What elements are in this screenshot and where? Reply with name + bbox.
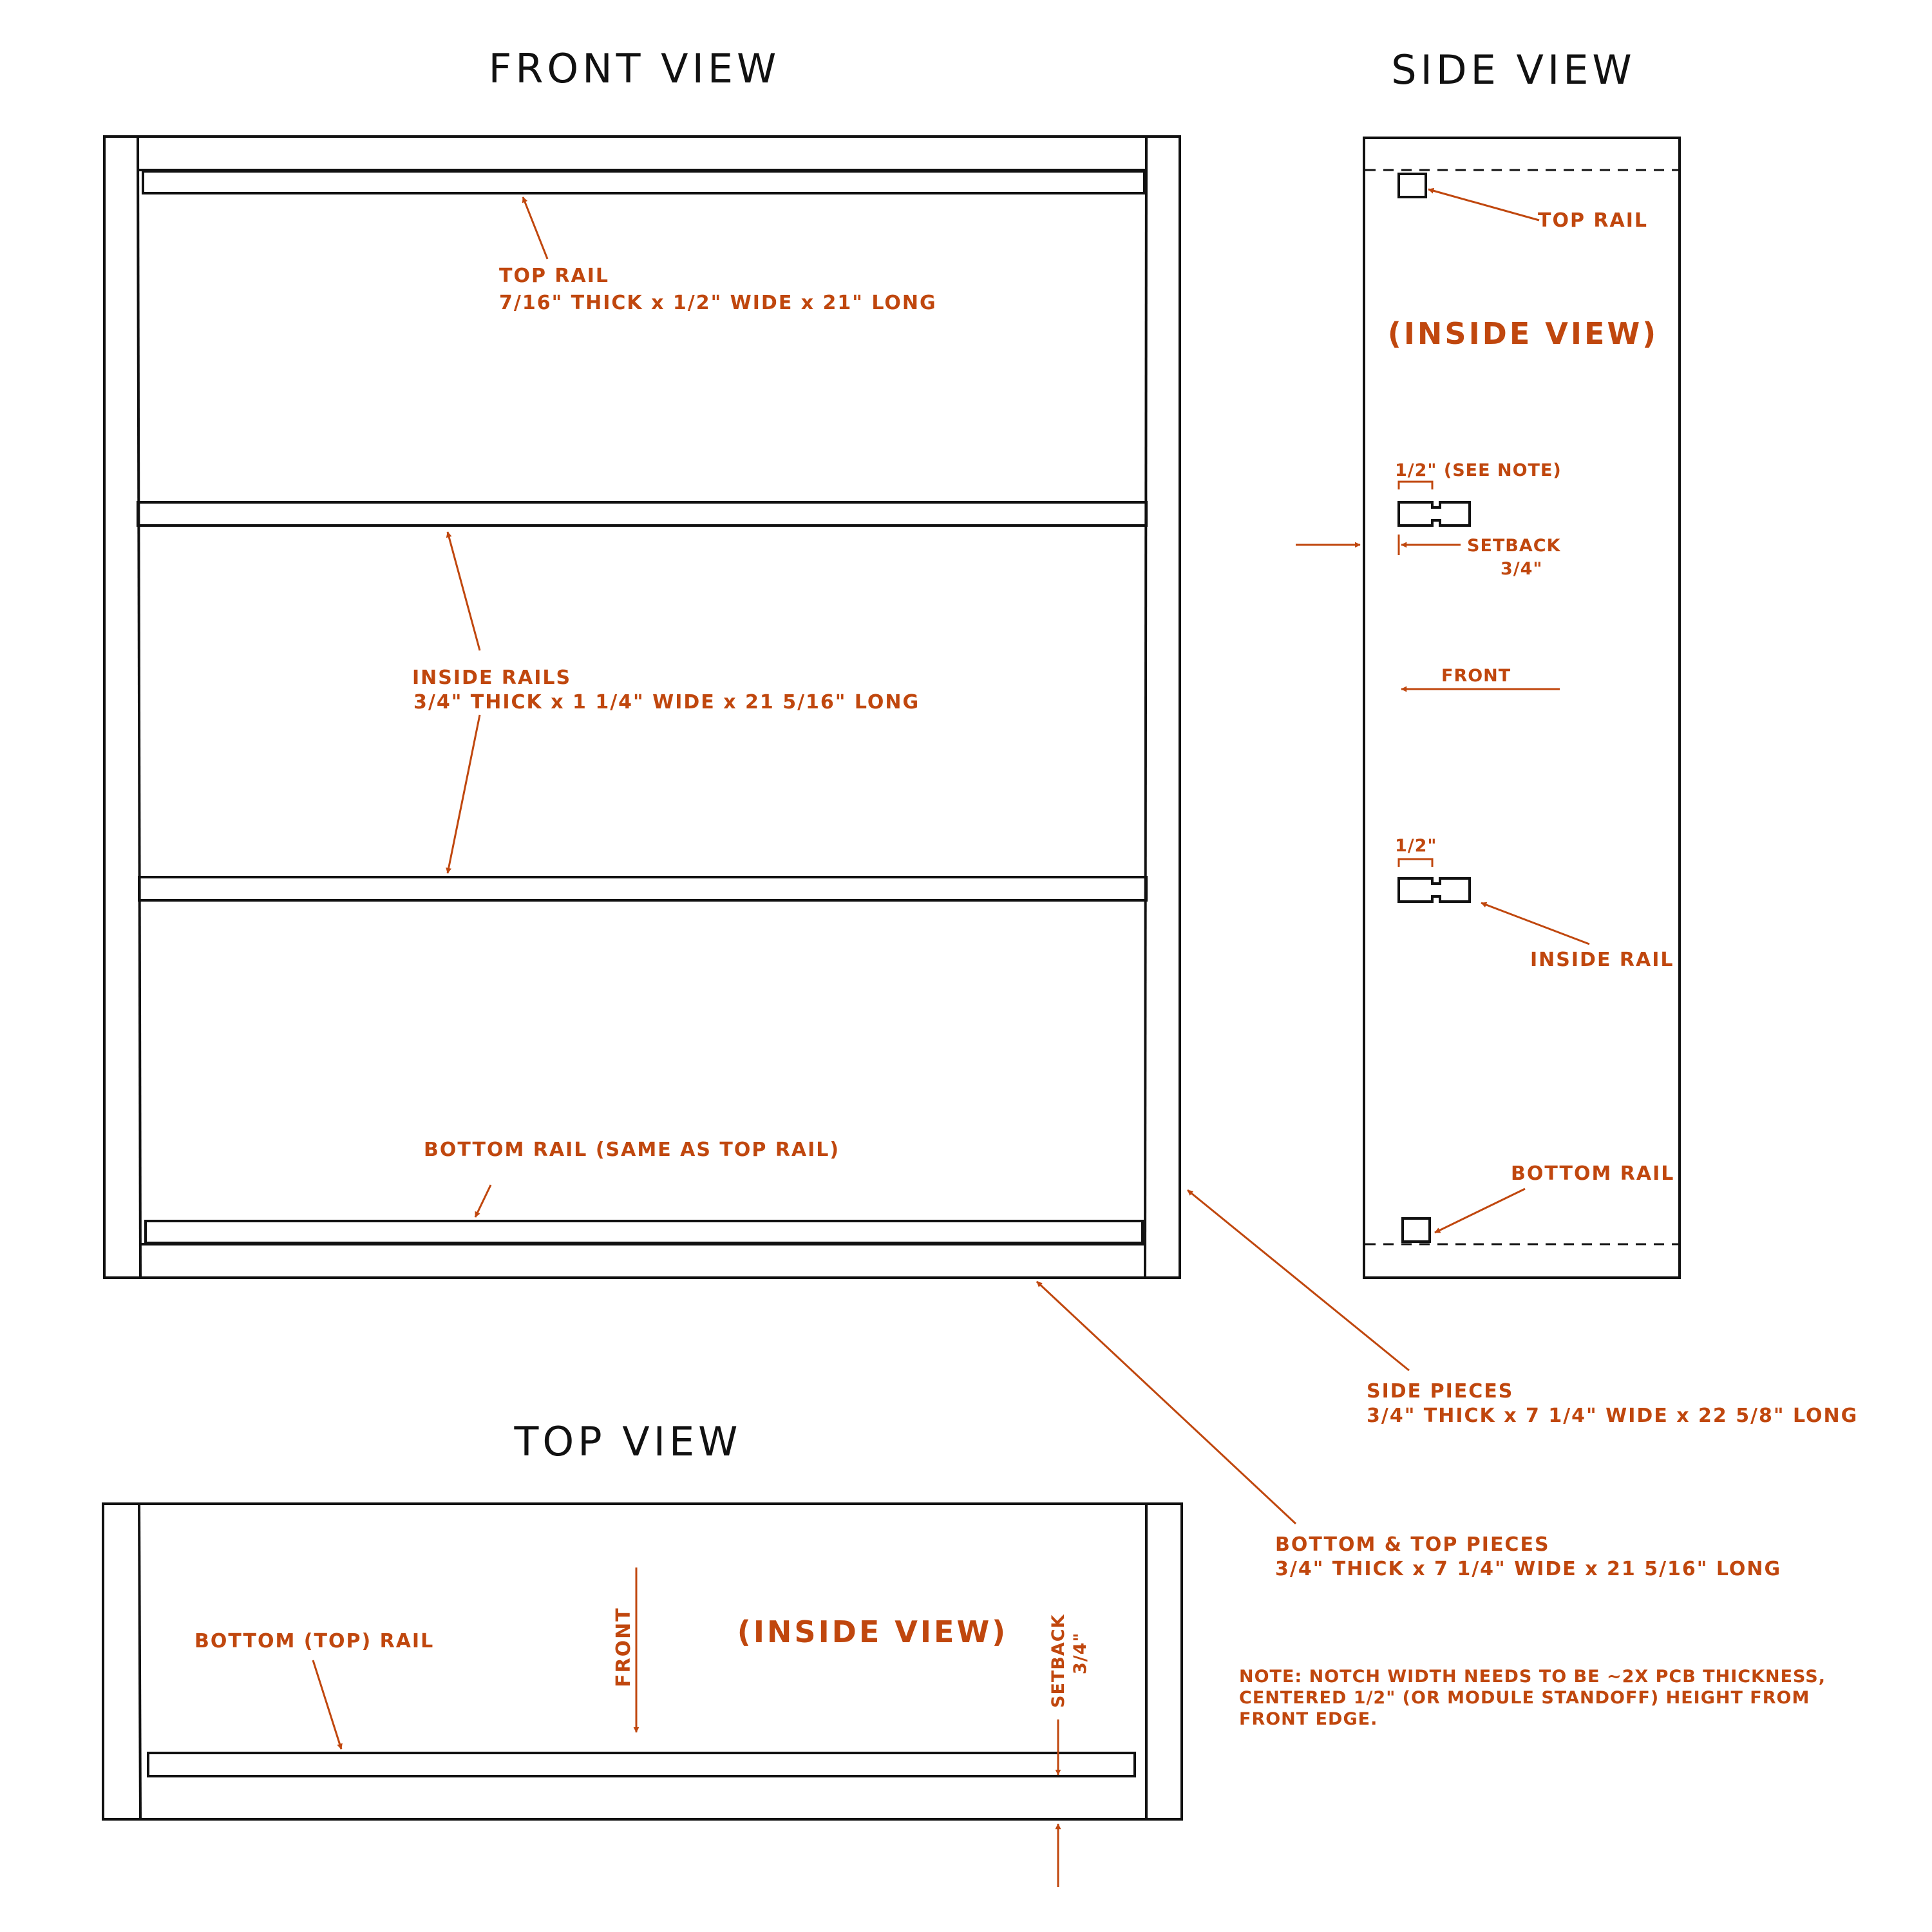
side-pieces-callout: SIDE PIECES 3/4" THICK x 7 1/4" WIDE x 2… bbox=[1187, 1189, 1858, 1427]
front-top-rail bbox=[142, 170, 1146, 194]
front-view-frame bbox=[103, 135, 1181, 1279]
note-line-1: NOTE: NOTCH WIDTH NEEDS TO BE ~2X PCB TH… bbox=[1239, 1667, 1826, 1687]
side-pieces-dims: 3/4" THICK x 7 1/4" WIDE x 22 5/8" LONG bbox=[1367, 1405, 1858, 1427]
bottom-top-pieces-callout: BOTTOM & TOP PIECES 3/4" THICK x 7 1/4" … bbox=[1036, 1280, 1781, 1580]
side-pieces-arrow bbox=[1187, 1189, 1410, 1372]
front-top-rail-dims: 7/16" THICK x 1/2" WIDE x 21" LONG bbox=[499, 292, 937, 314]
side-pieces-label: SIDE PIECES bbox=[1367, 1380, 1513, 1403]
bottom-top-pieces-label: BOTTOM & TOP PIECES bbox=[1275, 1533, 1550, 1556]
side-setback-value: 3/4" bbox=[1501, 559, 1543, 579]
front-inside-rails-arrow-down bbox=[446, 714, 481, 874]
side-notch-lower-label: 1/2" bbox=[1395, 836, 1437, 856]
side-notch-upper-label: 1/2" (SEE NOTE) bbox=[1395, 460, 1562, 480]
side-inside-view-label: (INSIDE VIEW) bbox=[1388, 316, 1658, 351]
top-setback-value: 3/4" bbox=[1070, 1632, 1090, 1674]
side-bottom-rail-section bbox=[1401, 1217, 1431, 1243]
top-bottom-rail-label: BOTTOM (TOP) RAIL bbox=[194, 1630, 434, 1653]
side-front-label: FRONT bbox=[1441, 666, 1511, 686]
side-outer-frame bbox=[1363, 137, 1681, 1279]
front-left-side-piece bbox=[137, 136, 142, 1278]
front-bottom-rail bbox=[144, 1220, 1144, 1244]
top-bottom-rail-arrow bbox=[312, 1660, 343, 1750]
top-view: TOP VIEW BOTTOM (TOP) RAIL FRONT (INSIDE… bbox=[102, 1418, 1183, 1887]
front-inside-rails-label: INSIDE RAILS bbox=[412, 667, 571, 689]
note-line-3: FRONT EDGE. bbox=[1239, 1709, 1378, 1729]
top-front-label: FRONT bbox=[612, 1607, 635, 1687]
front-bottom-rail-label: BOTTOM RAIL (SAME AS TOP RAIL) bbox=[424, 1139, 840, 1161]
side-top-rail-section bbox=[1397, 173, 1427, 198]
side-top-rail-arrow bbox=[1428, 187, 1540, 222]
front-right-side-piece bbox=[1144, 136, 1148, 1278]
bottom-top-pieces-dims: 3/4" THICK x 7 1/4" WIDE x 21 5/16" LONG bbox=[1275, 1558, 1781, 1580]
side-notch-upper-bracket bbox=[1397, 480, 1434, 489]
notch-note: NOTE: NOTCH WIDTH NEEDS TO BE ~2X PCB TH… bbox=[1239, 1667, 1826, 1729]
front-inside-rail-lower bbox=[138, 876, 1148, 902]
top-left-side-piece bbox=[138, 1503, 142, 1820]
front-view-title: FRONT VIEW bbox=[489, 45, 781, 92]
side-view-title: SIDE VIEW bbox=[1391, 46, 1635, 93]
front-view: FRONT VIEW TOP RAIL 7/16" THICK x 1/2" W… bbox=[103, 45, 1181, 1279]
side-inside-rail-lower-notch bbox=[1397, 877, 1471, 903]
side-setback-label: SETBACK bbox=[1467, 536, 1561, 556]
side-inside-rail-upper-notch bbox=[1397, 501, 1471, 527]
side-inside-rail-arrow bbox=[1481, 902, 1590, 945]
front-inside-rails-dims: 3/4" THICK x 1 1/4" WIDE x 21 5/16" LONG bbox=[413, 691, 920, 714]
top-view-title: TOP VIEW bbox=[514, 1418, 742, 1465]
front-top-rail-label: TOP RAIL bbox=[499, 265, 609, 287]
front-inside-rail-upper bbox=[137, 501, 1148, 527]
front-inside-rails-arrow-up bbox=[446, 531, 481, 651]
front-bottom-rail-arrow bbox=[474, 1184, 492, 1218]
side-top-rail-label: TOP RAIL bbox=[1538, 209, 1648, 232]
top-outer-frame bbox=[102, 1502, 1183, 1821]
side-notch-lower-bracket bbox=[1397, 858, 1434, 867]
side-bottom-rail-arrow bbox=[1434, 1188, 1526, 1234]
side-inside-rail-label: INSIDE RAIL bbox=[1530, 949, 1674, 971]
top-setback-label: SETBACK bbox=[1048, 1614, 1068, 1708]
side-bottom-rail-label: BOTTOM RAIL bbox=[1511, 1162, 1674, 1185]
front-outer-frame bbox=[103, 135, 1181, 1279]
bottom-top-pieces-arrow bbox=[1036, 1280, 1297, 1525]
top-bottom-rail bbox=[147, 1752, 1136, 1777]
note-line-2: CENTERED 1/2" (OR MODULE STANDOFF) HEIGH… bbox=[1239, 1688, 1810, 1708]
top-inside-view-label: (INSIDE VIEW) bbox=[737, 1615, 1008, 1649]
side-view: SIDE VIEW TOP RAIL (INSIDE VIEW) 1/2" (S… bbox=[1296, 46, 1681, 1279]
front-top-rail-arrow bbox=[522, 196, 549, 260]
